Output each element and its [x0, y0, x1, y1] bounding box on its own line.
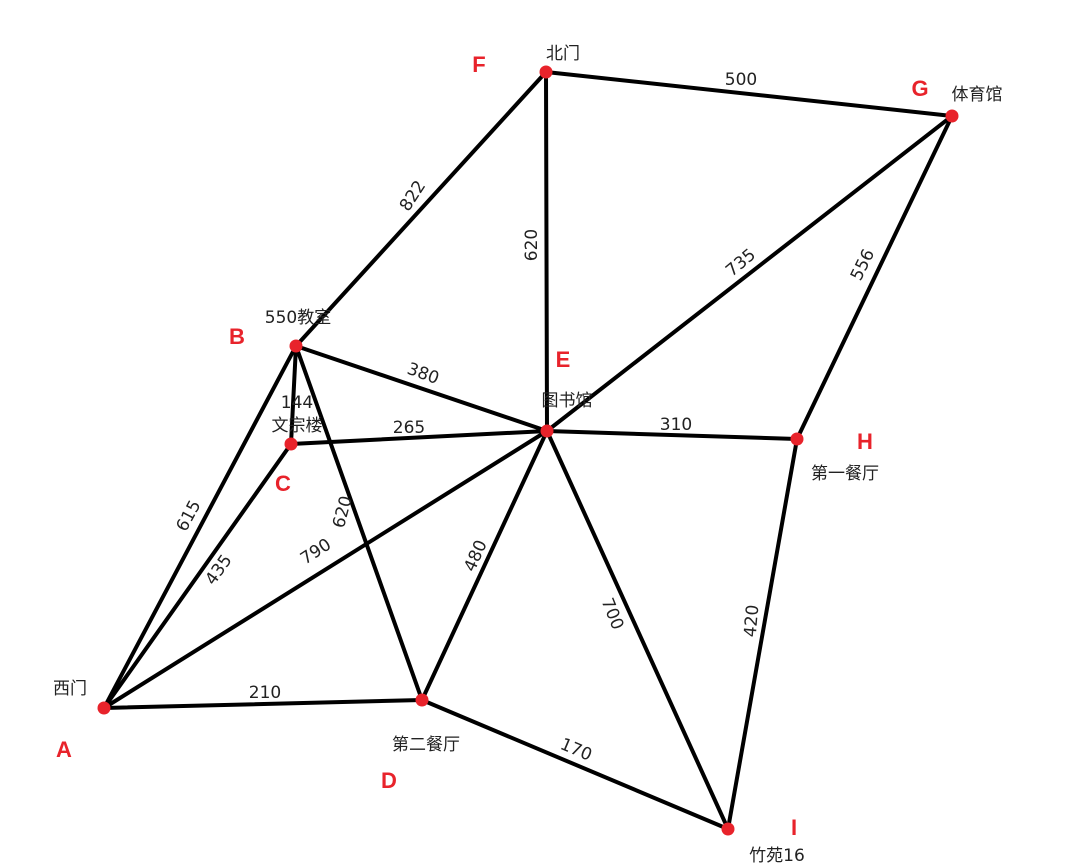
edge-a-d — [102, 698, 424, 710]
edge-e-i — [545, 429, 730, 831]
node-name-g: 体育馆 — [952, 85, 1003, 105]
node-letter-b: B — [229, 324, 245, 349]
edge-b-c — [289, 344, 298, 446]
node-e — [540, 424, 554, 438]
edge-d-i — [420, 698, 730, 831]
edge-f-e — [544, 70, 549, 433]
node-letter-c: C — [275, 471, 291, 496]
node-g — [945, 109, 959, 123]
edge-weight-a-d: 210 — [249, 683, 281, 703]
node-letter-f: F — [472, 52, 485, 77]
node-labels-layer: A 西门 B 550教室 C 文宗楼 D 第二餐厅 E 图书馆 F 北门 G 体育馆 H 第一餐厅 I 竹苑16 — [53, 44, 1003, 866]
edge-c-a — [102, 442, 293, 710]
node-letter-e: E — [556, 347, 571, 372]
edge-weight-e-h: 310 — [660, 415, 692, 435]
node-name-f: 北门 — [546, 44, 580, 64]
edge-g-e — [545, 114, 954, 433]
edge-weight-f-g: 500 — [725, 70, 757, 90]
node-name-a: 西门 — [53, 679, 87, 699]
node-name-e: 图书馆 — [542, 391, 593, 411]
edge-f-b — [294, 70, 548, 348]
edge-weight-g-e: 735 — [722, 245, 760, 281]
node-h — [790, 432, 804, 446]
edge-weight-h-i: 420 — [741, 604, 764, 638]
edge-c-e — [289, 429, 549, 446]
edge-weight-e-a: 790 — [297, 535, 335, 569]
edge-g-h — [795, 114, 954, 441]
edge-e-d — [420, 429, 549, 702]
node-letter-a: A — [56, 737, 72, 762]
edge-weight-c-e: 265 — [393, 418, 425, 438]
edge-e-a — [102, 429, 549, 710]
edge-weight-c-a: 435 — [202, 551, 237, 589]
node-letter-i: I — [791, 815, 797, 840]
nodes-layer — [97, 65, 959, 836]
edge-b-e — [294, 344, 549, 433]
edge-f-g — [544, 70, 954, 118]
node-letter-d: D — [381, 768, 397, 793]
node-f — [539, 65, 553, 79]
edge-weight-f-e: 620 — [522, 229, 542, 261]
node-i — [721, 822, 735, 836]
edge-weight-b-c: 144 — [281, 393, 313, 413]
node-name-i: 竹苑16 — [749, 846, 805, 866]
node-a — [97, 701, 111, 715]
node-name-d: 第二餐厅 — [392, 735, 460, 755]
node-letter-h: H — [857, 429, 873, 454]
edge-weight-f-b: 822 — [396, 177, 430, 215]
edge-weight-b-d: 620 — [329, 494, 357, 531]
node-letter-g: G — [911, 76, 928, 101]
node-name-h: 第一餐厅 — [811, 464, 879, 484]
edges-layer — [102, 70, 954, 831]
node-c — [284, 437, 298, 451]
node-b — [289, 339, 303, 353]
edge-h-i — [726, 437, 799, 831]
edge-b-d — [294, 344, 424, 702]
node-name-c: 文宗楼 — [272, 416, 323, 436]
edge-e-h — [545, 429, 799, 441]
node-name-b: 550教室 — [265, 308, 331, 328]
edge-b-a — [102, 344, 298, 710]
node-d — [415, 693, 429, 707]
